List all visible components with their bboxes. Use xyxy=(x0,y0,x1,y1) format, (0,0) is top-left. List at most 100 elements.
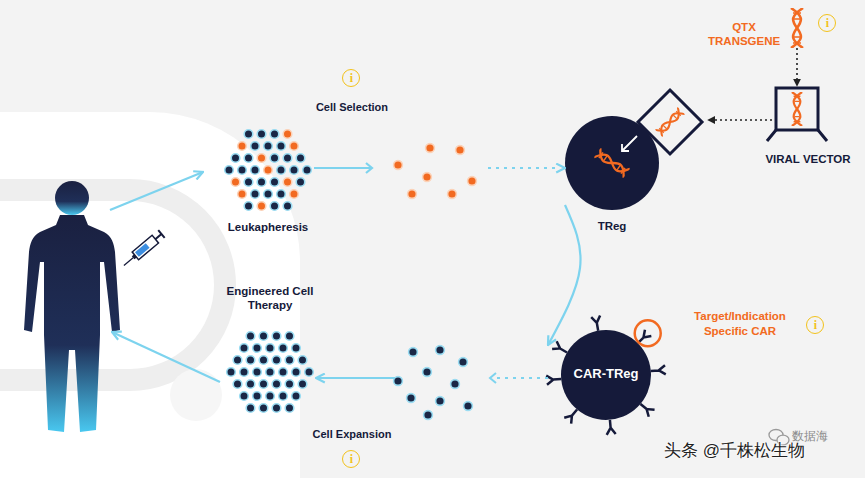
cell-dot xyxy=(244,178,253,187)
cell-dot xyxy=(290,190,299,199)
node-vector: VIRAL VECTOR xyxy=(772,86,822,136)
cell-dot xyxy=(296,154,305,163)
cell-dot xyxy=(257,178,266,187)
cell-dot xyxy=(279,344,288,353)
car-receptor xyxy=(564,409,577,423)
cell-dot xyxy=(298,380,307,389)
node-label: TReg xyxy=(572,219,652,233)
dna-icon xyxy=(792,92,802,126)
cell-dot xyxy=(233,380,242,389)
selected-cell xyxy=(394,161,403,170)
cell-dot xyxy=(270,130,279,139)
info-icon: i xyxy=(818,14,836,32)
info-icon: i xyxy=(342,69,360,87)
node-label: CAR-TReg xyxy=(548,367,664,381)
cell-dot xyxy=(283,202,292,211)
cell-dot xyxy=(266,368,275,377)
arrow-head xyxy=(366,163,372,173)
selected-cell xyxy=(456,146,465,155)
cell-dot xyxy=(279,368,288,377)
cell-dot xyxy=(231,178,240,187)
expanded-cell xyxy=(451,380,460,389)
cell-dot xyxy=(285,380,294,389)
expanded-cell xyxy=(459,358,468,367)
node-dna: QTX TRANSGENE xyxy=(786,8,808,48)
step-label: Cell Expansion xyxy=(292,427,412,441)
vector-diamond xyxy=(638,90,702,154)
car-receptor xyxy=(607,420,616,435)
expanded-cell xyxy=(436,397,445,406)
cell-dot xyxy=(266,392,275,401)
cell-dot xyxy=(270,202,279,211)
expanded-cell xyxy=(436,346,445,355)
cell-dot xyxy=(279,392,288,401)
cell-dot xyxy=(233,356,242,365)
node-treg: TReg xyxy=(565,86,708,210)
cell-dot xyxy=(240,368,249,377)
flow-connector xyxy=(316,377,548,379)
flow-connector xyxy=(548,205,581,345)
cell-dot xyxy=(253,392,262,401)
expanded-cell xyxy=(407,394,416,403)
patient-head xyxy=(55,181,89,215)
syringe-plunger-end xyxy=(158,230,164,238)
cell-dot xyxy=(277,166,286,175)
cell-dot xyxy=(227,368,236,377)
dna-icon xyxy=(791,8,803,48)
cell-dot xyxy=(251,166,260,175)
cell-dot xyxy=(264,190,273,199)
cell-dot xyxy=(285,356,294,365)
cell-dot xyxy=(277,190,286,199)
info-icon: i xyxy=(342,450,360,468)
dna-icon xyxy=(655,107,684,136)
cell-dot xyxy=(292,392,301,401)
flow-arrow xyxy=(112,332,220,382)
cell-dot xyxy=(253,368,262,377)
dna-icon xyxy=(594,148,630,177)
cell-dot xyxy=(264,142,273,151)
car-receptor xyxy=(546,376,561,385)
selected-cell xyxy=(468,177,477,186)
info-icon: i xyxy=(806,316,824,334)
cell-dot xyxy=(264,166,273,175)
cell-dot xyxy=(244,130,253,139)
node-cartreg: CAR-TReg xyxy=(548,317,664,433)
syringe-barrel xyxy=(132,235,158,259)
cell-dot xyxy=(283,154,292,163)
cell-dot xyxy=(253,344,262,353)
node-shape xyxy=(772,86,822,136)
cell-dot xyxy=(290,142,299,151)
selected-cell xyxy=(448,190,457,199)
vector-legs xyxy=(767,130,827,141)
patient-body xyxy=(24,215,120,432)
cell-dot xyxy=(244,154,253,163)
selected-cell xyxy=(426,144,435,153)
cell-dot xyxy=(283,178,292,187)
cell-dot xyxy=(298,356,307,365)
cell-dot xyxy=(259,332,268,341)
cell-dot xyxy=(259,356,268,365)
node-label: QTX TRANSGENE xyxy=(708,20,780,48)
cell-dot xyxy=(240,392,249,401)
selected-cell xyxy=(423,173,432,182)
cell-dot xyxy=(272,404,281,413)
cell-dot xyxy=(246,356,255,365)
node-shape xyxy=(222,124,314,216)
cell-dot xyxy=(225,166,234,175)
cell-dot xyxy=(285,332,294,341)
cell-dot xyxy=(303,166,312,175)
cell-dot xyxy=(292,344,301,353)
annotation-text: 头条 @千株松生物 xyxy=(664,441,864,461)
car-receptor xyxy=(651,365,666,374)
cell-dot xyxy=(259,380,268,389)
cell-dot xyxy=(292,368,301,377)
syringe-liquid xyxy=(135,243,150,257)
expanded-cell xyxy=(464,402,473,411)
expanded-cell xyxy=(423,368,432,377)
cell-dot xyxy=(246,380,255,389)
expanded-cell xyxy=(394,377,403,386)
highlight-ring xyxy=(635,320,661,346)
